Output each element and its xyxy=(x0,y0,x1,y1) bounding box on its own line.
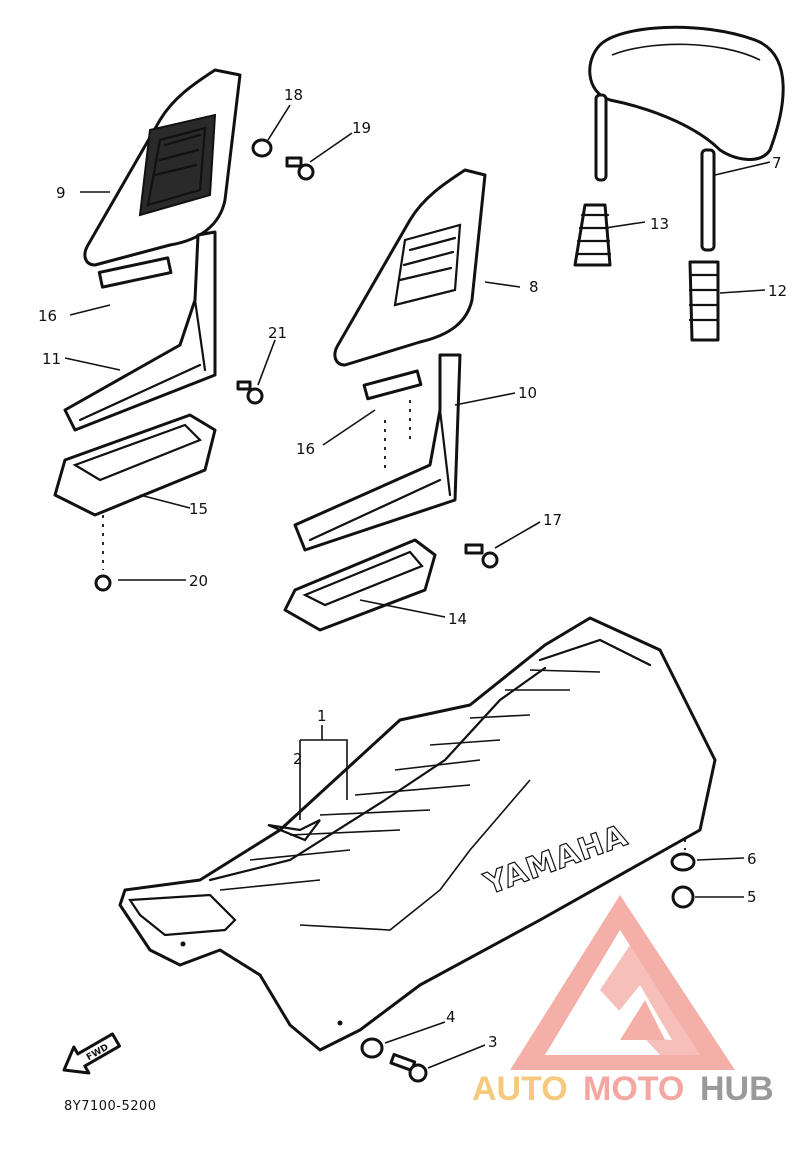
bolt-17 xyxy=(464,543,499,569)
watermark-hub: HUB xyxy=(700,1070,774,1108)
callout-1: 1 xyxy=(317,707,327,725)
grommet-18 xyxy=(251,138,273,158)
callout-7: 7 xyxy=(772,154,782,172)
diagram-code: 8Y7100-5200 xyxy=(64,1099,157,1114)
backrest-panel-right xyxy=(333,168,487,367)
watermark-moto: MOTO xyxy=(583,1070,684,1108)
hardware xyxy=(94,138,696,1083)
bolt-19 xyxy=(285,156,315,181)
callouts: 1 2 3 4 5 6 7 8 9 10 11 12 13 14 15 16 1… xyxy=(38,86,787,1051)
seat-assembly: YAMAHA xyxy=(118,616,717,1052)
callout-2: 2 xyxy=(293,750,303,768)
rubber-boot-13 xyxy=(573,203,612,267)
callout-12: 12 xyxy=(768,282,787,300)
watermark-logo xyxy=(510,895,735,1070)
callout-18: 18 xyxy=(284,86,303,104)
watermark-text: AUTO MOTO HUB xyxy=(472,1070,774,1108)
callout-6: 6 xyxy=(747,850,757,868)
leader-lines xyxy=(64,104,771,1069)
backrest-panel-left xyxy=(83,68,242,267)
callout-13: 13 xyxy=(650,215,669,233)
rubber-boot-12 xyxy=(688,260,720,342)
nut-5 xyxy=(671,885,695,909)
callout-21: 21 xyxy=(268,324,287,342)
callout-16-right: 16 xyxy=(296,440,315,458)
forward-arrow-icon: FWD xyxy=(62,1032,121,1075)
callout-10: 10 xyxy=(518,384,537,402)
callout-16-left: 16 xyxy=(38,307,57,325)
callout-9: 9 xyxy=(56,184,66,202)
callout-11: 11 xyxy=(42,350,61,368)
bolt-21 xyxy=(236,380,264,405)
armrest-pad-left xyxy=(53,413,217,517)
callout-5: 5 xyxy=(747,888,757,906)
armrest-pad-right xyxy=(283,538,437,632)
callout-17: 17 xyxy=(543,511,562,529)
bracket-left xyxy=(63,230,217,432)
callout-8: 8 xyxy=(529,278,539,296)
callout-3: 3 xyxy=(488,1033,498,1051)
callout-4: 4 xyxy=(446,1008,456,1026)
bolt-3 xyxy=(389,1052,428,1083)
backrest-pad xyxy=(588,25,785,252)
washer-4 xyxy=(360,1037,384,1059)
callout-20: 20 xyxy=(189,572,208,590)
clip-20 xyxy=(94,574,112,592)
bracket-right xyxy=(293,353,462,552)
callout-14: 14 xyxy=(448,610,467,628)
watermark-auto: AUTO xyxy=(472,1070,568,1108)
callout-19: 19 xyxy=(352,119,371,137)
washer-6 xyxy=(670,852,696,872)
callout-15: 15 xyxy=(189,500,208,518)
